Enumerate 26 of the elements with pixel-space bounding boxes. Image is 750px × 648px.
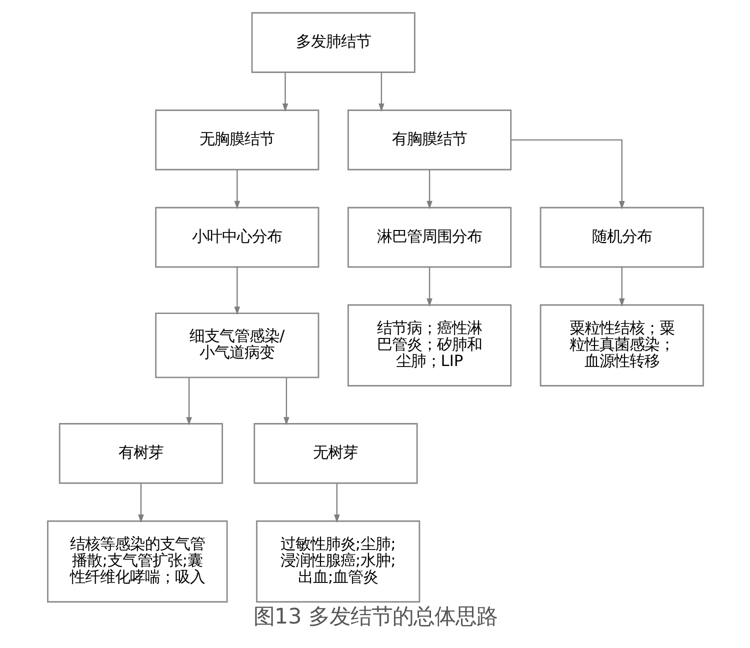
node-box: 粟粒性结核；粟粒性真菌感染；血源性转移: [539, 304, 704, 386]
arrow: [426, 267, 432, 307]
node-box: 有树芽: [58, 423, 223, 484]
node-box: 细支气管感染/小气道病变: [154, 312, 319, 378]
arrow: [283, 378, 289, 426]
arrow: [234, 267, 240, 315]
arrow: [138, 484, 144, 523]
node-box: 淋巴管周围分布: [346, 206, 512, 268]
node-box: 小叶中心分布: [154, 206, 319, 268]
node-box: 无树芽: [253, 423, 418, 484]
arrow: [186, 378, 192, 426]
node-box: 过敏性肺炎;尘肺;浸润性腺癌;水肿;出血;血管炎: [256, 520, 420, 603]
node-box: 有胸膜结节: [346, 110, 512, 170]
node-box: 结节病；癌性淋巴管炎；矽肺和尘肺；LIP: [346, 304, 512, 386]
arrow: [426, 170, 432, 210]
node-box: 无胸膜结节: [154, 110, 319, 170]
node-box: 结核等感染的支气管播散;支气管扩张;囊性纤维化哮喘；吸入: [46, 520, 228, 603]
caption: 图13 多发结节的总体思路: [253, 604, 497, 630]
arrow: [234, 170, 240, 210]
arrow: [282, 72, 288, 112]
node-box: 多发肺结节: [250, 12, 415, 73]
node-box: 随机分布: [539, 206, 704, 268]
arrow: [334, 484, 340, 523]
arrow: [510, 139, 624, 210]
arrow: [618, 267, 624, 307]
arrow: [378, 72, 384, 112]
